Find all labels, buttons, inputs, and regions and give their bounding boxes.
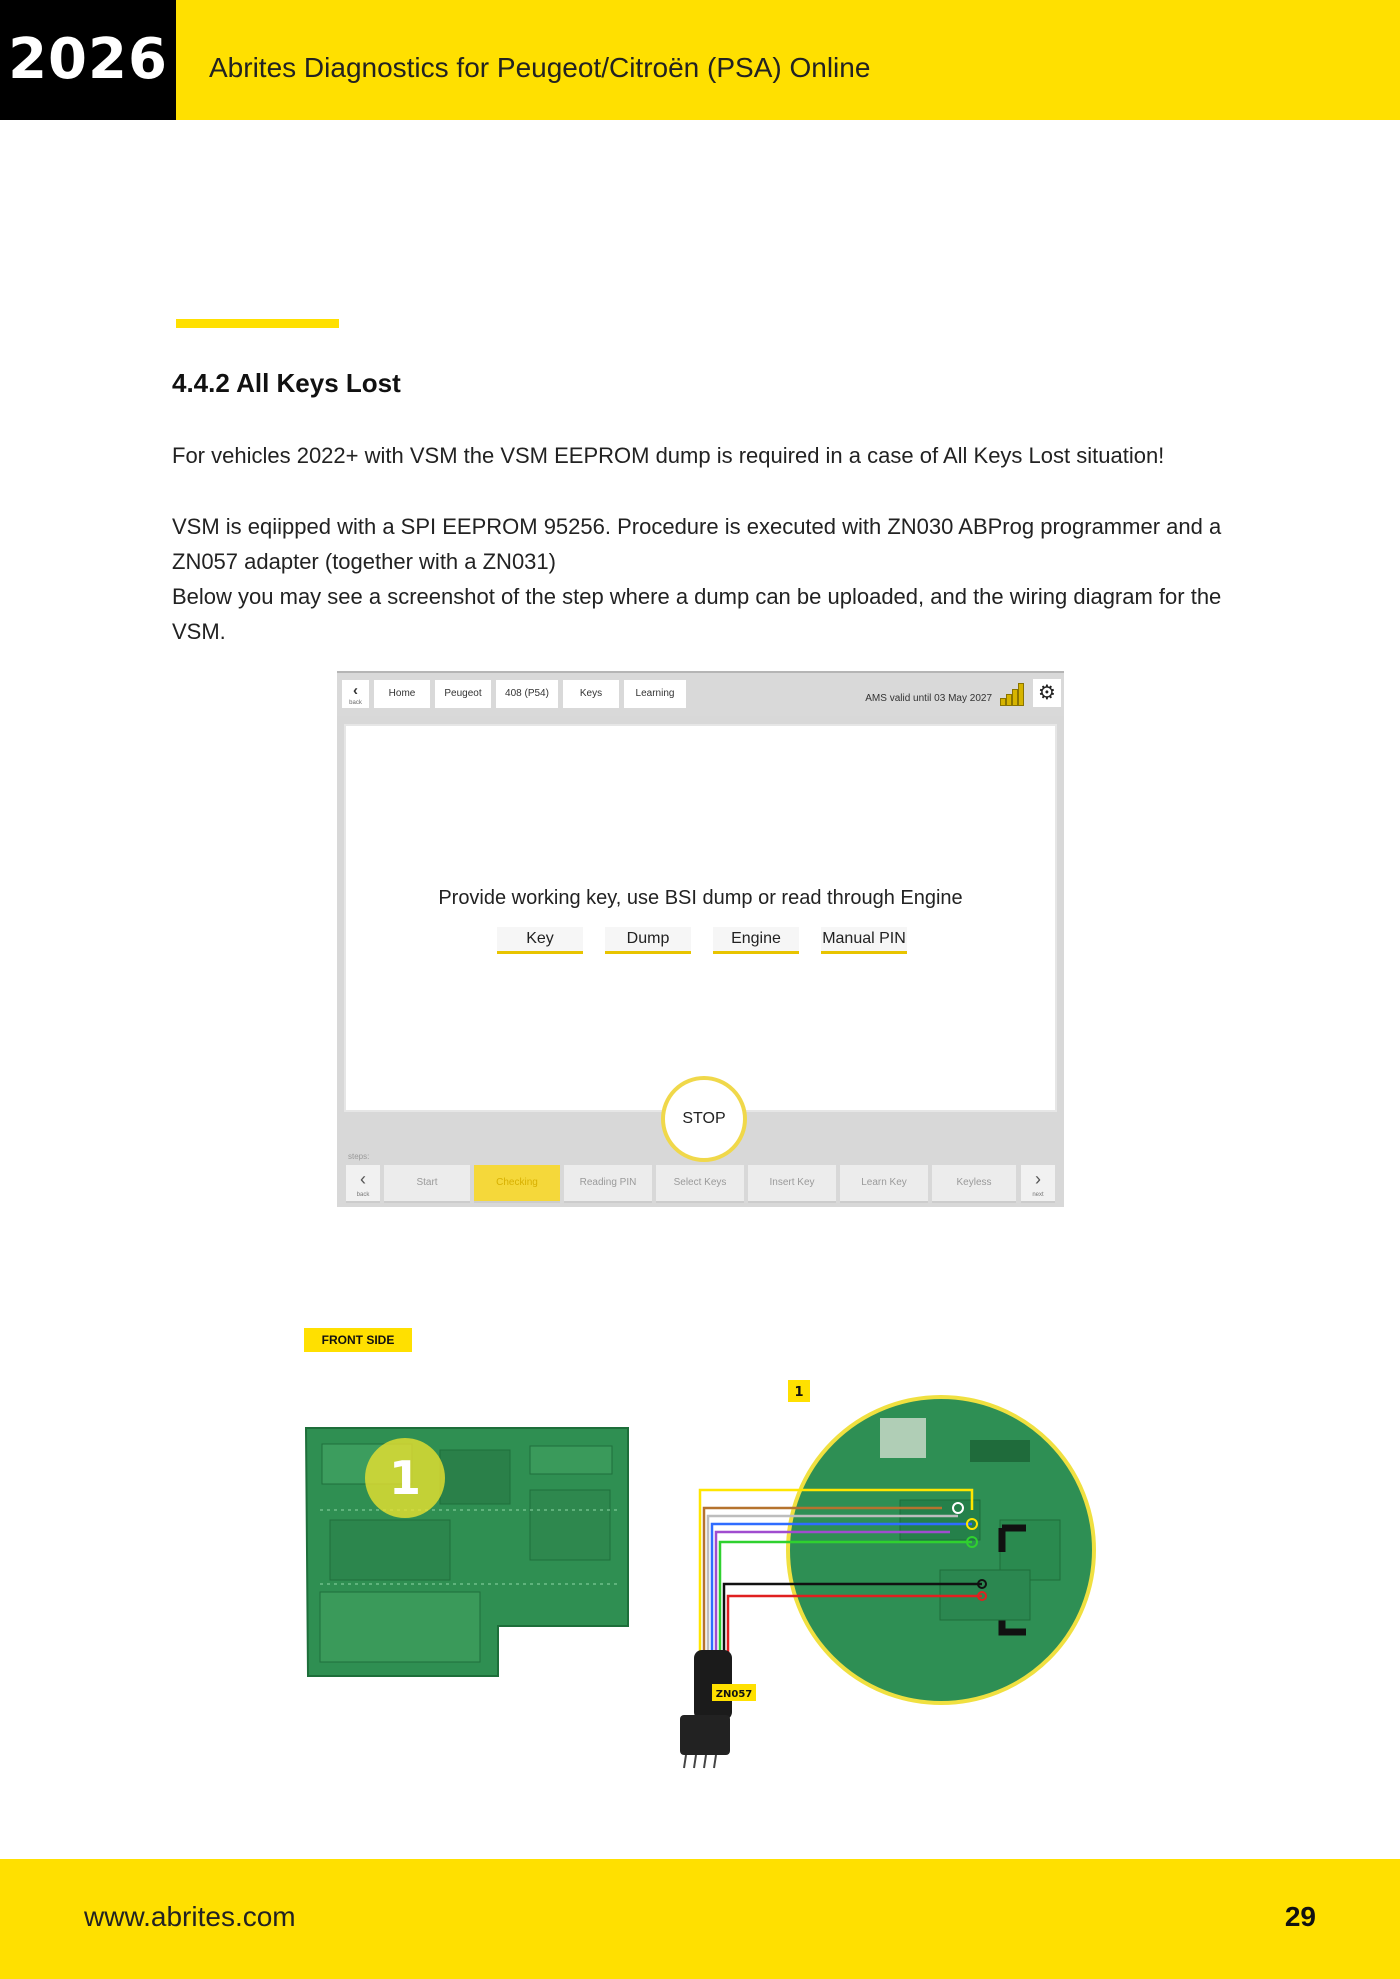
adapter-wiring xyxy=(698,1488,987,1652)
front-side-label: FRONT SIDE xyxy=(304,1328,412,1352)
steps-back-button[interactable]: ‹ back xyxy=(346,1165,380,1203)
step-start: Start xyxy=(384,1165,470,1203)
chevron-left-icon: ‹ xyxy=(353,682,358,699)
vsm-wiring-diagram: 1 1 ZN057 xyxy=(304,1380,1096,1769)
app-topbar: ‹ back Home Peugeot 408 (P54) Keys Learn… xyxy=(337,671,1064,716)
step-learn-key: Learn Key xyxy=(840,1165,928,1203)
chevron-left-icon: ‹ xyxy=(360,1169,366,1189)
breadcrumb-home[interactable]: Home xyxy=(374,680,430,708)
steps-next-label: next xyxy=(1032,1192,1044,1198)
back-button[interactable]: ‹ back xyxy=(342,680,369,708)
steps-label: steps: xyxy=(348,1152,370,1161)
paragraph-procedure: VSM is eqiipped with a SPI EEPROM 95256.… xyxy=(172,514,1222,574)
step-insert-key: Insert Key xyxy=(748,1165,836,1203)
page-footer: www.abrites.com 29 xyxy=(0,1859,1400,1979)
breadcrumb-keys[interactable]: Keys xyxy=(563,680,619,708)
option-dump-button[interactable]: Dump xyxy=(605,927,691,954)
document-title: Abrites Diagnostics for Peugeot/Citroën … xyxy=(209,52,871,83)
page-number: 29 xyxy=(1284,1901,1316,1932)
eeprom-zoom-view xyxy=(786,1395,1096,1705)
step-select-keys: Select Keys xyxy=(656,1165,744,1203)
key-source-prompt: Provide working key, use BSI dump or rea… xyxy=(438,887,963,909)
zoom-callout-badge xyxy=(788,1380,810,1402)
section-title: 4.4.2 All Keys Lost xyxy=(172,368,401,398)
step-progress-bar: ‹ back Start Checking Reading PIN Select… xyxy=(346,1165,1055,1203)
option-key-button[interactable]: Key xyxy=(497,927,583,954)
app-content-area: Provide working key, use BSI dump or rea… xyxy=(344,724,1057,1112)
section-accent-bar xyxy=(176,319,339,328)
board-callout-number: 1 xyxy=(389,1451,421,1505)
back-label: back xyxy=(349,700,362,706)
option-manual-pin-button[interactable]: Manual PIN xyxy=(821,927,907,954)
steps-next-button[interactable]: › next xyxy=(1021,1165,1055,1203)
step-keyless: Keyless xyxy=(932,1165,1016,1203)
gear-icon[interactable]: ⚙ xyxy=(1033,679,1061,707)
paragraph-description: Below you may see a screenshot of the st… xyxy=(172,584,1222,644)
app-screenshot: ‹ back Home Peugeot 408 (P54) Keys Learn… xyxy=(337,671,1064,1207)
adapter-label-tag xyxy=(712,1684,756,1701)
stop-button[interactable]: STOP xyxy=(661,1076,747,1162)
breadcrumb-learning[interactable]: Learning xyxy=(624,680,686,708)
page-header: 2026 Abrites Diagnostics for Peugeot/Cit… xyxy=(0,0,1400,120)
zoom-callout-number: 1 xyxy=(794,1385,803,1400)
chevron-right-icon: › xyxy=(1035,1169,1041,1189)
step-checking: Checking xyxy=(474,1165,560,1203)
year-badge: 2026 xyxy=(0,0,176,120)
steps-back-label: back xyxy=(356,1192,370,1198)
paragraph-requirement: For vehicles 2022+ with VSM the VSM EEPR… xyxy=(172,443,1165,468)
adapter-label: ZN057 xyxy=(716,1689,753,1700)
step-reading-pin: Reading PIN xyxy=(564,1165,652,1203)
option-engine-button[interactable]: Engine xyxy=(713,927,799,954)
breadcrumb-peugeot[interactable]: Peugeot xyxy=(435,680,491,708)
vsm-board-image xyxy=(304,1427,629,1677)
signal-strength-icon xyxy=(1000,682,1026,706)
website-link[interactable]: www.abrites.com xyxy=(84,1901,296,1932)
ams-validity-text: AMS valid until 03 May 2027 xyxy=(865,693,992,704)
breadcrumb-model[interactable]: 408 (P54) xyxy=(496,680,558,708)
zn057-adapter-image xyxy=(680,1650,732,1769)
